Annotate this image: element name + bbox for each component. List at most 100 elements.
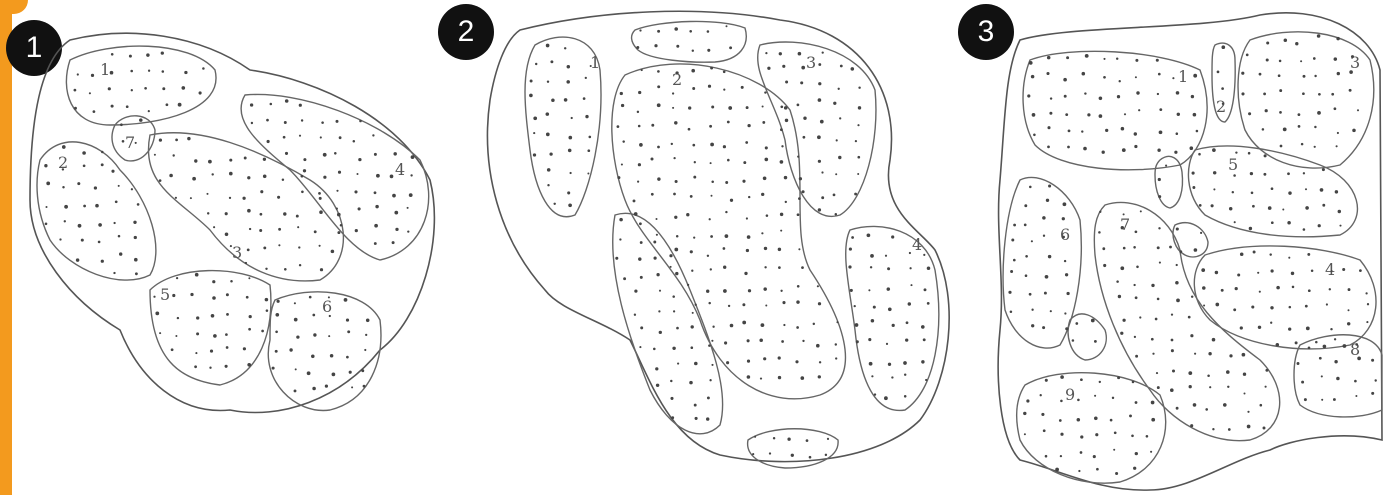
stipple-dot [870,266,872,268]
stipple-dot [692,312,694,314]
stipple-dot [260,213,263,216]
stipple-dot [278,244,280,246]
stipple-dot [354,190,357,193]
stipple-dot [689,381,693,385]
stipple-dot [1085,54,1089,58]
stipple-dot [1046,199,1049,202]
stipple-dot [213,226,215,228]
stipple-dot [1158,227,1160,229]
stipple-dot [780,213,783,216]
stipple-dot [1013,224,1016,227]
stipple-dot [927,302,930,305]
stipple-dot [688,128,691,131]
region-label: 1 [1178,67,1188,86]
stipple-dot [206,193,208,195]
stipple-dot [46,182,50,186]
stipple-dot [857,173,859,175]
stipple-dot [836,139,838,141]
stipple-dot [1042,326,1045,329]
stipple-dot [1348,309,1350,311]
stipple-dot [727,121,730,124]
stipple-dot [1084,92,1086,94]
stipple-dot [111,53,114,56]
stipple-dot [619,238,621,240]
stipple-dot [825,454,827,456]
stipple-dot [639,222,642,225]
stipple-dot [694,404,697,407]
stipple-dot [336,190,338,192]
stipple-dot [1065,327,1068,330]
panel-1-region [37,142,156,280]
stipple-dot [374,224,378,228]
stipple-dot [708,344,711,347]
stipple-dot [672,92,674,94]
stipple-dot [119,252,122,255]
stipple-dot [1159,262,1161,264]
stipple-dot [349,371,352,374]
stipple-dot [76,258,79,261]
stipple-dot [374,191,377,194]
stipple-dot [1240,252,1244,256]
stipple-dot [321,121,324,124]
stipple-dot [225,233,229,237]
stipple-dot [855,140,857,142]
stipple-dot [529,94,533,98]
stipple-dot [615,257,618,260]
stipple-dot [1292,286,1295,289]
stipple-dot [346,356,349,359]
stipple-dot [1251,192,1254,195]
panel-2-region [632,21,747,62]
stipple-dot [651,193,654,196]
stipple-dot [98,241,101,244]
stipple-dot [282,179,284,181]
stipple-dot [780,105,783,108]
stipple-dot [1025,255,1028,258]
stipple-dot [356,173,358,175]
stipple-dot [323,153,327,157]
stipple-dot [695,417,698,420]
stipple-dot [91,74,94,77]
stipple-dot [108,87,111,90]
stipple-dot [1189,385,1192,388]
stipple-dot [146,53,149,56]
stipple-dot [781,145,783,147]
stipple-dot [1199,204,1202,207]
stipple-dot [1212,338,1216,342]
stipple-dot [230,245,232,247]
region-label: 3 [806,53,816,72]
stipple-dot [709,379,711,381]
stipple-dot [320,268,323,271]
stipple-dot [1102,151,1105,154]
stipple-dot [689,30,692,33]
stipple-dot [175,139,178,142]
stipple-dot [764,158,768,162]
stipple-dot [190,293,193,296]
stipple-dot [1213,171,1216,174]
stipple-dot [1308,289,1311,292]
stipple-dot [1114,431,1117,434]
stipple-dot [1318,224,1321,227]
stipple-dot [904,373,906,375]
stipple-dot [746,106,749,109]
stipple-dot [74,107,77,110]
stipple-dot [1265,369,1268,372]
stipple-dot [1059,419,1062,422]
stipple-dot [295,368,297,370]
stipple-dot [171,348,174,351]
stipple-dot [833,194,836,197]
stipple-dot [251,122,253,124]
stipple-dot [1371,392,1374,395]
stipple-dot [1065,113,1068,116]
stipple-dot [267,140,270,143]
stipple-dot [1302,92,1305,95]
panel-3-region [1194,246,1376,349]
stipple-dot [848,265,851,268]
stipple-dot [1024,433,1026,435]
stipple-dot [409,193,413,197]
stipple-dot [1155,318,1158,321]
stipple-dot [640,241,643,244]
stipple-dot [849,248,852,251]
stipple-dot [199,91,202,94]
stipple-dot [1113,449,1115,451]
stipple-dot [1259,291,1261,293]
